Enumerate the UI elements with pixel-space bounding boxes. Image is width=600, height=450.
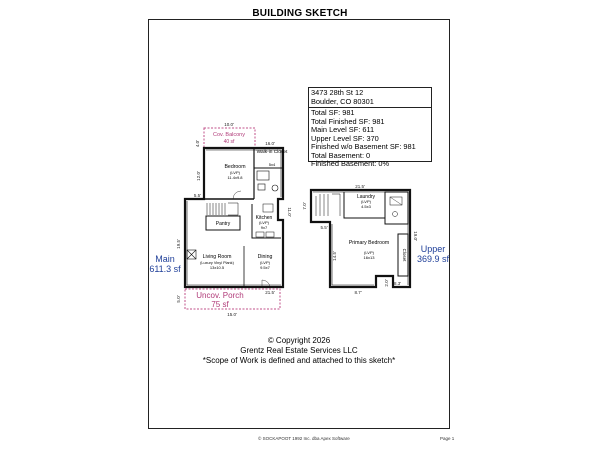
total-sf: Total SF: 981 [311, 108, 355, 117]
dim-upper-step: 5.5' [320, 225, 327, 230]
total-basement: Total Basement: 0 [311, 150, 371, 160]
walk-in-closet-name: Walk-in Closet [257, 149, 288, 155]
address-block: 3473 28th St 12 Boulder, CO 80301 [309, 88, 431, 108]
entry-door-swing [261, 279, 271, 288]
total-finished-sf: Total Finished SF: 981 [311, 116, 385, 126]
dining-label: Dining [258, 254, 273, 260]
porch-outline [184, 288, 281, 310]
dining-size: 9.5x7 [260, 265, 271, 270]
dim-upper-bottom: 8.7' [354, 290, 361, 295]
primary-bedroom-label: Primary Bedroom [349, 240, 389, 246]
dim-porch-side: 5.0' [176, 295, 181, 302]
dim-notch-side: 2.0' [384, 279, 389, 286]
kitchen-flooring: (LVP) [259, 220, 270, 225]
property-info-box: 3473 28th St 12 Boulder, CO 80301 Total … [308, 87, 432, 168]
sink-fixture [257, 183, 266, 191]
living-room-size: 13x10.5 [210, 265, 225, 270]
dim-living-side: 19.5' [176, 239, 181, 249]
walk-in-closet-size: 5x4 [269, 162, 276, 167]
company-name: Grentz Real Estate Services LLC [240, 346, 358, 355]
upper-level-label: Upper [421, 244, 446, 254]
upper-exterior-wall [309, 188, 412, 289]
upper-level-sf: Upper Level SF: 370 [311, 133, 379, 143]
stove-fixture [255, 231, 265, 238]
main-inner-wall [186, 149, 282, 286]
area-stats: Total SF: 981 Total Finished SF: 981 Mai… [309, 108, 431, 170]
toilet-fixture [271, 184, 279, 192]
dim-main-step: 5.5' [194, 193, 201, 198]
finished-basement: Finished Basement: 0% [311, 159, 390, 168]
dim-notch-bottom: 8.3' [394, 281, 401, 286]
laundry-flooring: (LVP) [361, 199, 372, 204]
balcony-outline [203, 127, 256, 149]
copyright-line: © Copyright 2026 [267, 336, 331, 345]
primary-bedroom-name: Primary Bedroom [349, 240, 389, 246]
main-exterior-wall [183, 146, 285, 289]
main-level-plan [183, 127, 285, 310]
upper-level-area: 369.9 sf [417, 254, 450, 264]
page-title: BUILDING SKETCH [252, 8, 348, 19]
upper-closet-walls [397, 233, 409, 277]
porch-label: Uncov. Porch [196, 291, 243, 300]
bedroom-door-swing [232, 190, 242, 200]
main-level-label: Main [155, 254, 175, 264]
primary-bedroom-flooring: (LVP) [364, 250, 375, 255]
pantry-walls [205, 215, 241, 231]
balcony-label: Cov. Balcony [213, 132, 245, 138]
kitchen-walls [251, 204, 281, 239]
dim-upper-top: 21.5' [355, 184, 365, 189]
dim-closet-top: 16.0' [265, 141, 275, 146]
upper-toilet-fixture [392, 211, 398, 217]
tub-detail [389, 196, 403, 206]
main-stairs [206, 202, 239, 216]
tub-fixture [256, 170, 270, 181]
dim-upper-right: 19.0' [413, 231, 418, 241]
pantry-label: Pantry [216, 221, 231, 227]
page-number: Page 1 [440, 436, 455, 441]
dim-porch-bottom: 15.0' [227, 312, 237, 317]
dim-balcony-top: 10.0' [224, 122, 234, 127]
fireplace-icon [186, 249, 197, 260]
main-level-sf: Main Level SF: 611 [311, 125, 375, 134]
sketch-frame [148, 19, 450, 429]
kitchen-size: 9x7 [261, 225, 268, 230]
kitchen-label: Kitchen [256, 215, 273, 221]
upper-closet-label: Closet [402, 249, 407, 263]
living-room-label: Living Room [203, 254, 232, 260]
dining-flooring: (LVP) [260, 260, 271, 265]
dim-kitchen-side: 11.0' [287, 207, 292, 216]
address-line-2: Boulder, CO 80301 [311, 96, 374, 106]
fridge-fixture [262, 203, 274, 213]
porch-area: 75 sf [211, 300, 229, 309]
dim-upper-left: 14.5' [332, 251, 337, 261]
software-credit: © SOCKAPOOT 1992 Inc. dba Apex Software [258, 436, 350, 441]
dim-upper-left-top: 7.0' [302, 202, 307, 209]
bedroom-size: 11.4x9.8 [227, 175, 243, 180]
finished-wo-basement-sf: Finished w/o Basement SF: 981 [311, 142, 416, 151]
dim-main-bottom: 21.5' [265, 290, 275, 295]
upper-bath-walls [384, 191, 409, 225]
dim-bedroom-side: 12.0' [196, 171, 201, 181]
living-room-flooring: (Luxury Vinyl Plank) [200, 261, 234, 265]
upper-tub-fixture [389, 196, 403, 206]
sink-kitchen-fixture [265, 231, 275, 238]
laundry-size: 4.5x3 [361, 204, 372, 209]
upper-stairs [315, 193, 341, 216]
balcony-area: 40 sf [224, 139, 235, 145]
bedroom-label: Bedroom [224, 164, 245, 170]
dim-balcony-side: 4.0' [195, 140, 200, 147]
upper-level-plan [309, 188, 412, 289]
laundry-label: Laundry [357, 194, 376, 200]
walk-in-closet-label: Walk-in Closet [257, 149, 288, 155]
main-level-area: 611.3 sf [149, 264, 181, 274]
address-line-1: 3473 28th St 12 [311, 88, 364, 97]
bedroom-flooring: (LVP) [230, 170, 241, 175]
primary-bedroom-size: 16x13 [364, 255, 376, 260]
scope-note: *Scope of Work is defined and attached t… [202, 356, 396, 365]
